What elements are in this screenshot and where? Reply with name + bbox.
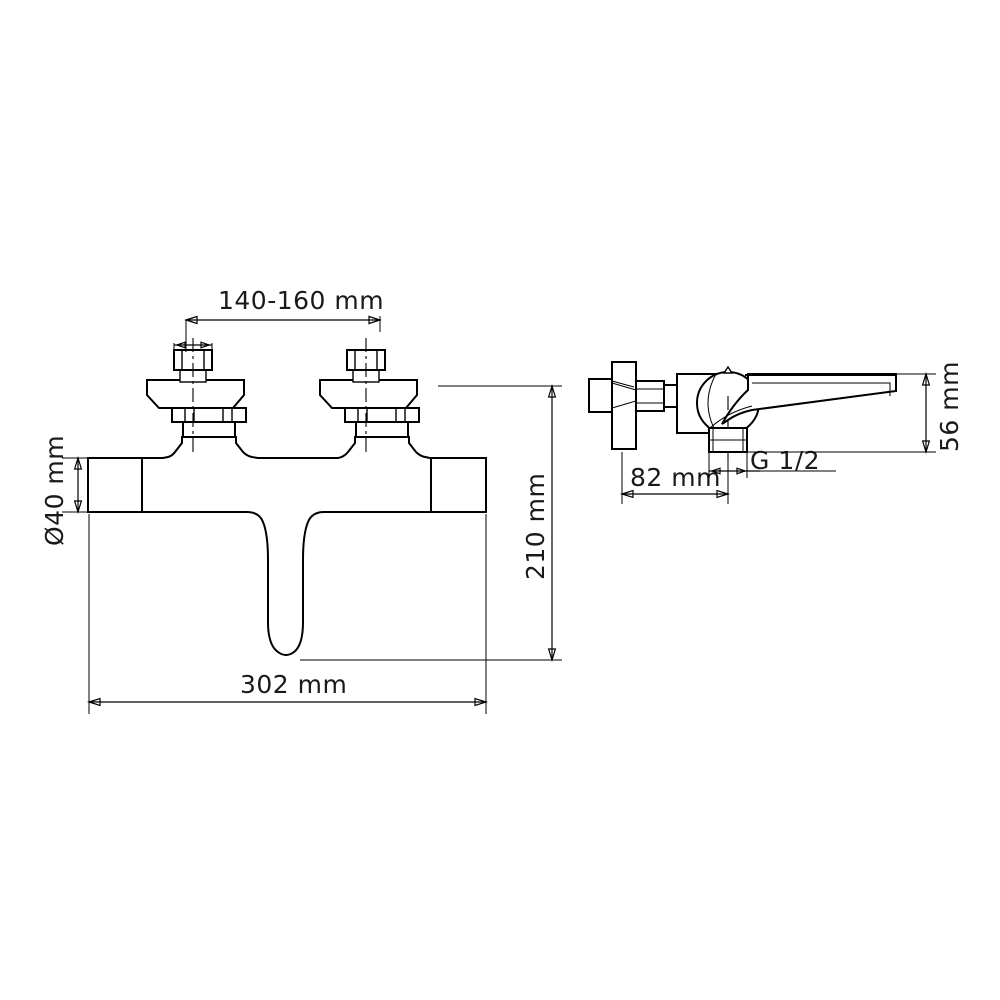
body-diameter-arrow-top — [73, 455, 83, 470]
left-handle-knurl-ring — [171, 407, 247, 423]
dimension-outlet-thread: G 1/2 — [708, 446, 836, 478]
handle-spacing-arrow-left — [184, 315, 198, 325]
right-handle-knob — [319, 379, 418, 409]
dimension-label-handle-spacing: 140-160 mm — [218, 286, 384, 315]
overall-width-arrow-left — [86, 697, 101, 707]
right-handle-base-plate — [355, 421, 409, 438]
outlet-thread-arrow-left — [710, 467, 721, 475]
wall-flange-plate — [611, 361, 637, 450]
overall-height-arrow-top — [547, 383, 557, 398]
dimension-label-overall-width: 302 mm — [240, 670, 347, 699]
left-handle-knob — [146, 379, 245, 409]
dimension-overall-width: 302 mm — [86, 514, 489, 714]
dimension-spout-height: 56 mm — [744, 361, 964, 455]
front-elevation-view: 140-160 mm Ø40 mm — [40, 286, 562, 714]
lever-spout-arm — [721, 373, 897, 425]
connector-taper-line-3 — [611, 380, 635, 388]
eccentric-connector — [588, 378, 613, 413]
mixer-body-outline — [87, 436, 487, 656]
left-handle-base-plate — [182, 421, 236, 438]
cap-width-arrow-left — [175, 341, 186, 349]
connector-taper-line-2 — [611, 400, 637, 409]
left-handle-assembly — [146, 338, 247, 452]
projection-depth-arrow-right — [716, 489, 731, 499]
right-handle-assembly — [319, 338, 420, 452]
overall-height-arrow-bottom — [547, 648, 557, 663]
dimension-label-overall-height: 210 mm — [521, 473, 550, 580]
side-elevation-view: 82 mm G 1/2 56 mm — [588, 361, 964, 504]
dimension-label-body-diameter: Ø40 mm — [40, 435, 69, 546]
outlet-thread-arrow-right — [736, 467, 747, 475]
spout-height-arrow-bottom — [921, 440, 931, 455]
dimension-label-projection-depth: 82 mm — [630, 463, 721, 492]
cap-width-arrow-right — [200, 341, 211, 349]
spout-height-arrow-top — [921, 371, 931, 386]
dimension-body-diameter: Ø40 mm — [40, 435, 90, 546]
body-diameter-arrow-bottom — [73, 500, 83, 515]
dimension-cap-width — [173, 341, 213, 352]
lever-seam-line — [752, 382, 891, 396]
dimension-label-outlet-thread: G 1/2 — [750, 446, 820, 475]
lever-underside-curve — [709, 405, 753, 429]
dimension-label-spout-height: 56 mm — [935, 361, 964, 452]
dimension-overall-height: 210 mm — [300, 383, 562, 663]
projection-depth-arrow-left — [619, 489, 634, 499]
overall-width-arrow-right — [474, 697, 489, 707]
inlet-hex-nut — [635, 380, 665, 412]
handle-spacing-arrow-right — [368, 315, 382, 325]
dimension-handle-spacing: 140-160 mm — [184, 286, 384, 352]
right-handle-knurl-ring — [344, 407, 420, 423]
connector-taper-line-1 — [611, 382, 637, 391]
body-collar — [663, 384, 678, 408]
dimension-projection-depth: 82 mm — [619, 452, 731, 504]
cartridge-top-nub — [722, 365, 734, 374]
